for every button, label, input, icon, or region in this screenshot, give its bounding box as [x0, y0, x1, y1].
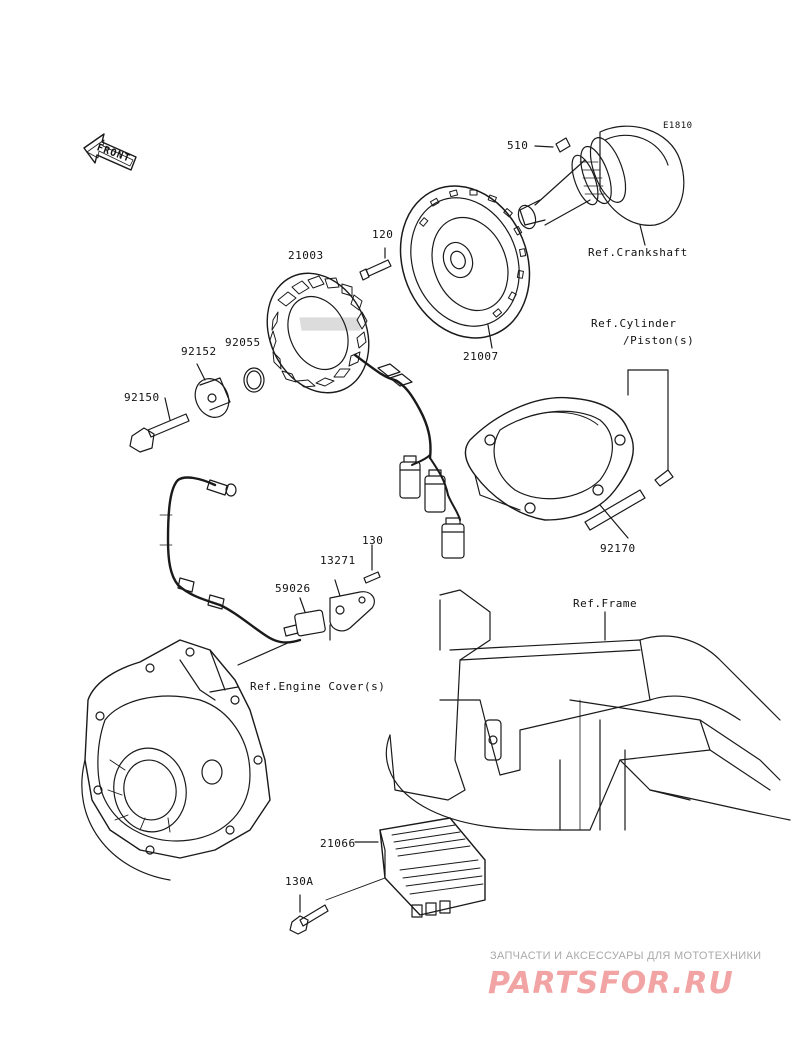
bolt-120-drawing	[359, 247, 392, 281]
crankshaft-drawing	[517, 125, 685, 246]
part-label-92170: 92170	[600, 542, 636, 555]
watermark-caption: ЗАПЧАСТИ И АКСЕССУАРЫ ДЛЯ МОТОТЕХНИКИ	[490, 950, 762, 962]
part-label-59026: 59026	[275, 582, 311, 595]
ref-engine-cover: Ref.Engine Cover(s)	[250, 680, 386, 693]
sensor-59026-drawing	[283, 597, 326, 637]
harness-drawing	[159, 476, 302, 644]
ref-crankshaft: Ref.Crankshaft	[588, 246, 688, 259]
part-label-92150: 92150	[124, 391, 160, 404]
frame-drawing	[385, 589, 791, 831]
part-label-92055: 92055	[225, 336, 261, 349]
ref-cylinder-line1: Ref.Cylinder	[591, 317, 677, 330]
ref-cylinder-line2: /Piston(s)	[623, 334, 695, 347]
diagram-code: E1810	[663, 121, 693, 131]
leader-cylinder	[627, 369, 669, 471]
bracket-13271-drawing	[329, 579, 375, 632]
plate-92152-drawing	[194, 363, 231, 418]
part-label-92152: 92152	[181, 345, 217, 358]
bolt-130-drawing	[363, 544, 381, 584]
bolt-92150-drawing	[129, 397, 190, 453]
part-label-130: 130	[362, 534, 384, 547]
watermark-logo: PARTSFOR.RU	[488, 966, 734, 1001]
stator-drawing	[266, 272, 432, 460]
part-label-21066: 21066	[320, 837, 356, 850]
part-label-510: 510	[507, 139, 529, 152]
rotor-drawing	[399, 185, 531, 349]
o-ring-drawing	[243, 367, 265, 393]
part-label-120: 120	[372, 228, 394, 241]
front-arrow-icon	[83, 133, 137, 171]
ref-frame: Ref.Frame	[573, 597, 638, 610]
regulator-drawing	[289, 817, 486, 935]
part-label-13271: 13271	[320, 554, 356, 567]
engine-cover-drawing	[81, 639, 271, 881]
part-label-21003: 21003	[288, 249, 324, 262]
connectors-drawing	[399, 454, 465, 559]
part-label-21007: 21007	[463, 350, 499, 363]
leader-engine-cover	[209, 686, 239, 693]
cylinder-drawing	[464, 396, 674, 531]
part-label-130A: 130A	[285, 875, 314, 888]
